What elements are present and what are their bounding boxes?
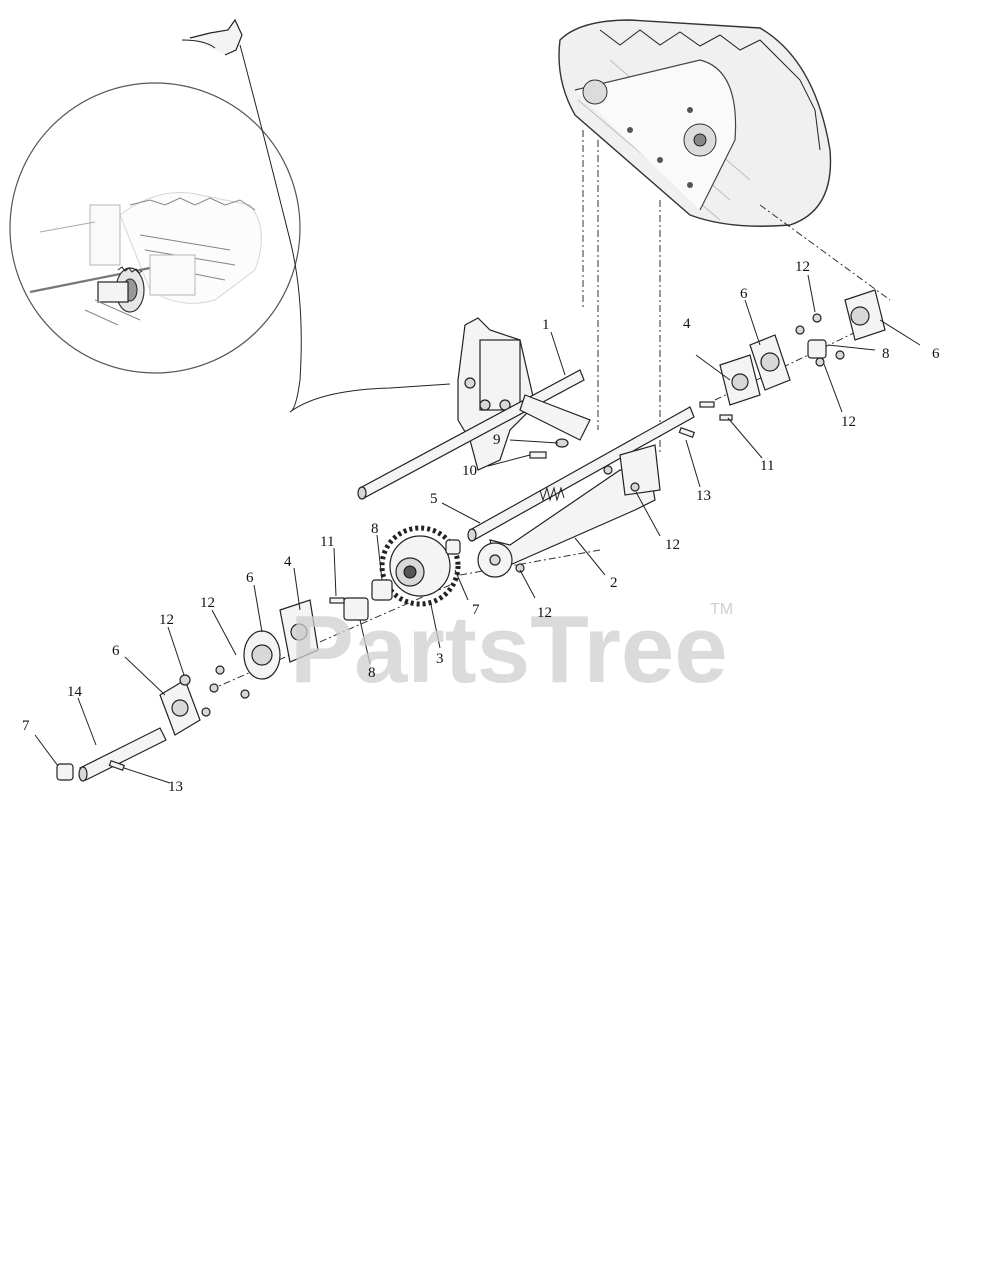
callout-6: 6: [246, 570, 254, 586]
callout-11: 11: [320, 534, 334, 550]
callout-13: 13: [696, 488, 711, 504]
part-8-bushing: [343, 339, 827, 621]
watermark-text: PartsTree: [290, 596, 728, 703]
part-7-sleeve: [56, 539, 461, 781]
callout-7: 7: [22, 718, 30, 734]
callout-12: 12: [200, 595, 215, 611]
callout-10: 10: [462, 463, 477, 479]
callout-4: 4: [284, 554, 292, 570]
leader-lines: [34, 274, 921, 784]
part-10-bolt: [529, 451, 547, 459]
callout-6: 6: [932, 346, 940, 362]
part-5-main-shaft: [467, 406, 695, 542]
callout-5: 5: [430, 491, 438, 507]
callout-12: 12: [537, 605, 552, 621]
callout-12: 12: [795, 259, 810, 275]
part-1-shaft-bracket: [357, 317, 591, 500]
part-3-gear: [379, 525, 461, 607]
part-13-key: [108, 426, 696, 771]
callout-12: 12: [159, 612, 174, 628]
callout-14: 14: [67, 684, 83, 700]
part-2-frame-arm: [477, 444, 661, 578]
callout-6: 6: [740, 286, 748, 302]
inset-detail-view: [9, 82, 301, 374]
callout-8: 8: [368, 665, 376, 681]
callout-labels: 1 2 3 4 4 5 6 6 6 6 7 7 8 8 8 9 10 11 11…: [22, 259, 940, 795]
part-4-plate: [279, 354, 761, 663]
part-14-stub-shaft: [78, 727, 167, 782]
watermark-trademark: TM: [710, 601, 733, 618]
part-12-nut: [179, 313, 845, 717]
callout-4: 4: [683, 316, 691, 332]
callout-12: 12: [841, 414, 856, 430]
callout-6: 6: [112, 643, 120, 659]
part-6-bearing-flange: [159, 289, 886, 736]
callout-3: 3: [436, 651, 444, 667]
callout-9: 9: [493, 432, 501, 448]
callout-13: 13: [168, 779, 183, 795]
callout-8: 8: [882, 346, 890, 362]
part-11-bolt: [329, 401, 733, 604]
callout-1: 1: [542, 317, 550, 333]
watermark: PartsTree TM: [290, 596, 733, 703]
callout-12: 12: [665, 537, 680, 553]
callout-2: 2: [610, 575, 618, 591]
callout-8: 8: [371, 521, 379, 537]
track-assembly: [558, 19, 832, 227]
callout-11: 11: [760, 458, 774, 474]
control-cable: [181, 18, 451, 413]
callout-7: 7: [472, 602, 480, 618]
